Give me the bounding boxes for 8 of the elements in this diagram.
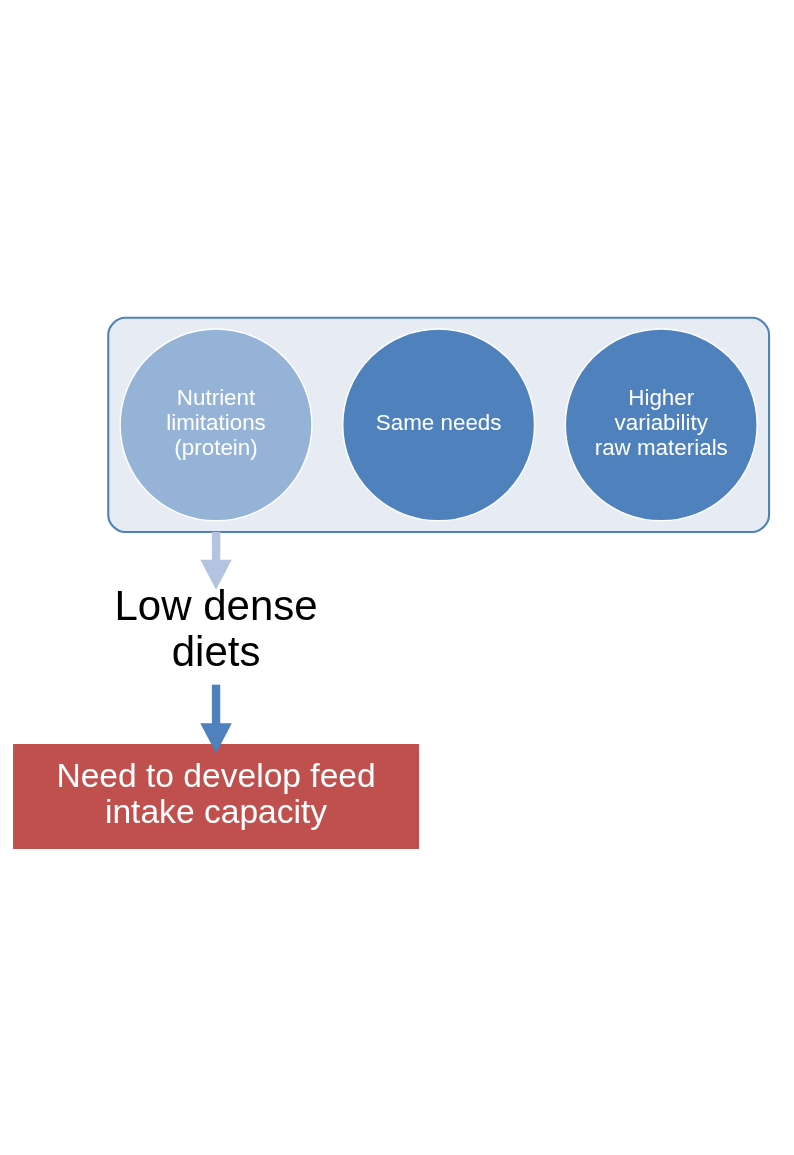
node-circle: Nutrient limitations (protein): [119, 328, 313, 522]
arrow: [200, 684, 232, 754]
node-text: Low dense diets: [114, 582, 318, 676]
arrow: [200, 532, 232, 590]
cluster: [107, 316, 771, 534]
node-circle: Higher variability raw materials: [564, 328, 758, 522]
node-box: Need to develop feed intake capacity: [13, 744, 420, 850]
node-circle: Same needs: [342, 328, 536, 522]
